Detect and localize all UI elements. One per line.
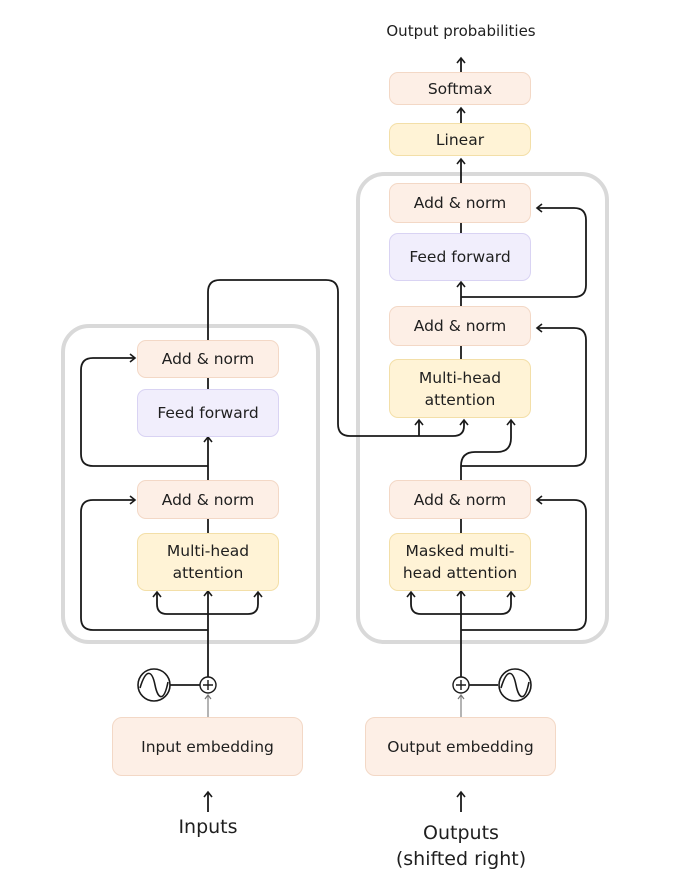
encoder-output-wire [207, 279, 453, 437]
encoder-feed-forward: Feed forward [137, 389, 279, 437]
encoder-multi-head-attention: Multi-head attention [137, 533, 279, 591]
decoder-masked-attention: Masked multi-head attention [389, 533, 531, 591]
decoder-add-norm-mid: Add & norm [389, 306, 531, 346]
dec-positional-encoding-icon [498, 668, 532, 702]
enc-positional-encoding-icon [137, 668, 171, 702]
enc-adder-icon [199, 676, 217, 694]
decoder-add-norm-top: Add & norm [389, 183, 531, 223]
dec-query-wire [460, 418, 516, 480]
dec-residual-mid [461, 323, 587, 467]
enc-residual-bottom [80, 495, 208, 631]
decoder-add-norm-bottom: Add & norm [389, 480, 531, 519]
inputs-label: Inputs [178, 816, 238, 838]
enc-residual-top [80, 353, 208, 467]
outputs-label: Outputs [423, 822, 499, 844]
encoder-block [61, 324, 320, 644]
output-embedding-box: Output embedding [365, 717, 556, 776]
decoder-feed-forward: Feed forward [389, 233, 531, 281]
linear-box: Linear [389, 123, 531, 156]
output-probabilities-label: Output probabilities [386, 22, 536, 40]
encoder-add-norm-top: Add & norm [137, 340, 279, 378]
dec-residual-bottom [461, 495, 587, 631]
dec-residual-top [461, 203, 587, 298]
input-embedding-box: Input embedding [112, 717, 303, 776]
softmax-box: Softmax [389, 72, 531, 105]
encoder-add-norm-bottom: Add & norm [137, 480, 279, 519]
decoder-multi-head-attention: Multi-head attention [389, 359, 531, 418]
dec-adder-icon [452, 676, 470, 694]
decoder-block [356, 172, 609, 644]
outputs-sublabel: (shifted right) [395, 848, 527, 870]
